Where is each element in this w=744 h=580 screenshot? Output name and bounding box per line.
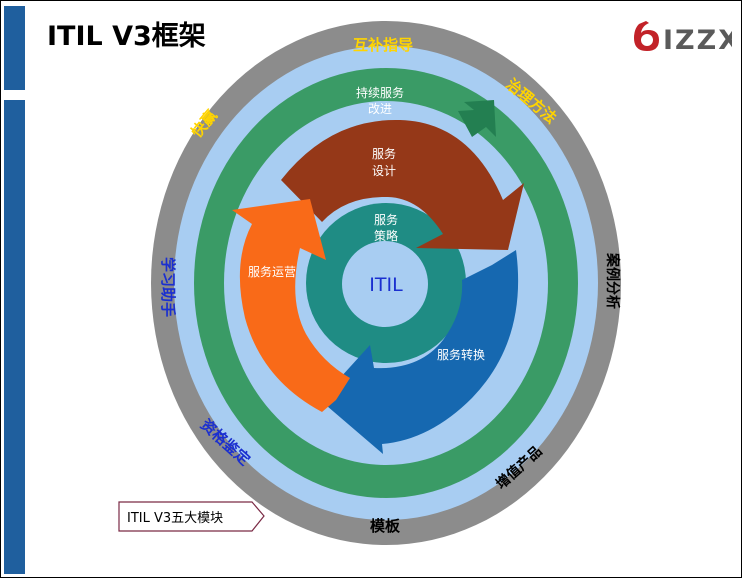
gizzx-logo: IZZX (634, 21, 732, 54)
sidebar-band-top (4, 6, 25, 90)
strategy-label-line2: 策略 (374, 228, 398, 243)
page-title: ITIL V3框架 (47, 21, 206, 52)
csi-arrow (458, 100, 496, 137)
sidebar-band-bottom (4, 100, 25, 574)
design-arrow (281, 119, 524, 250)
outer-label-left: 学习助手 (159, 257, 177, 317)
itil-core-label: ITIL (369, 274, 403, 296)
csi-label-line2: 改进 (368, 102, 392, 116)
transition-arrow (320, 250, 519, 454)
outer-label-bottom: 模板 (370, 517, 401, 535)
callout-label: ITIL V3五大模块 (127, 511, 223, 526)
transition-label: 服务转换 (437, 347, 485, 362)
operation-arrow (232, 199, 350, 412)
outer-label-right: 案例分析 (604, 252, 621, 309)
design-label-line1: 服务 (372, 146, 396, 161)
sidebar-band (4, 6, 25, 574)
operation-label: 服务运营 (248, 264, 296, 279)
logo-mark-icon (634, 21, 659, 51)
callout-tag (118, 501, 265, 532)
core-circle (342, 241, 428, 327)
outer-label-top: 互补指导 (353, 36, 413, 54)
design-label-line2: 设计 (372, 164, 396, 178)
logo-text: IZZX (663, 25, 732, 54)
strategy-label-line1: 服务 (374, 212, 398, 227)
csi-label-line1: 持续服务 (356, 85, 404, 100)
